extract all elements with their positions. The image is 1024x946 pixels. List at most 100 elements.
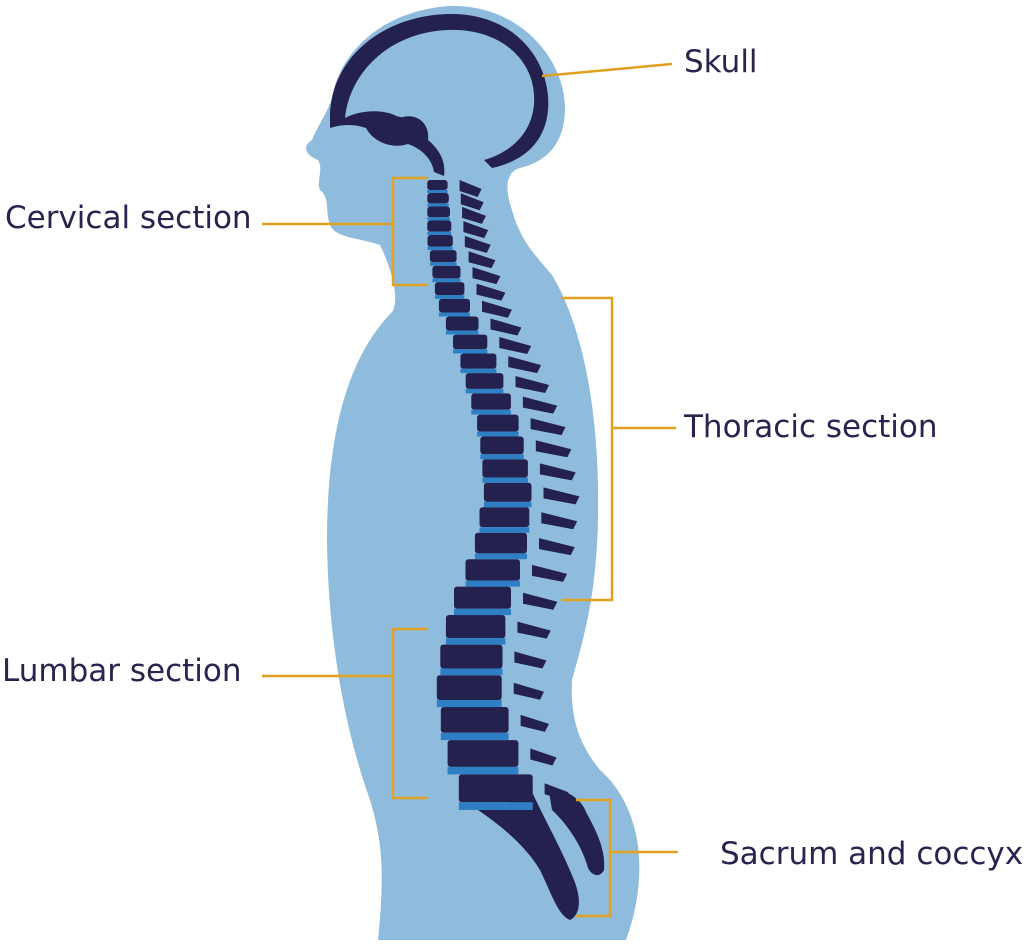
disc: [438, 312, 470, 317]
spinous-process: [513, 682, 544, 700]
spinous-process: [476, 283, 506, 301]
spinous-process: [460, 193, 484, 211]
disc: [477, 431, 519, 437]
disc: [427, 231, 452, 235]
spinous-process: [464, 235, 491, 253]
disc: [479, 527, 530, 533]
jaw-bone: [372, 115, 416, 134]
spinous-process: [530, 748, 557, 766]
sacrum-bone: [478, 792, 579, 920]
vertebra: [480, 436, 524, 455]
disc: [440, 668, 503, 676]
vertebra: [436, 675, 502, 701]
vertebra: [465, 559, 520, 581]
disc: [427, 246, 453, 251]
lumbar-section-label: Lumbar section: [2, 653, 242, 689]
vertebra: [477, 414, 519, 432]
thoracic-bracket: [562, 296, 614, 602]
thoracic-section-label: Thoracic section: [684, 409, 938, 445]
vertebra: [445, 615, 506, 639]
spinous-process: [515, 376, 550, 393]
spinous-process: [539, 463, 576, 481]
spinous-process: [517, 621, 551, 639]
disc: [460, 368, 497, 374]
vertebra: [427, 180, 448, 190]
disc: [480, 454, 524, 460]
vertebral-bodies: [427, 180, 533, 803]
vertebra: [427, 235, 453, 247]
spinous-process: [520, 714, 549, 732]
vertebra: [482, 459, 528, 478]
cervical-bracket: [391, 176, 428, 287]
skull-leader: [541, 62, 673, 78]
spinous-process: [472, 267, 501, 285]
spinous-process: [523, 592, 558, 610]
skull-label: Skull: [684, 44, 758, 80]
spinous-process: [459, 180, 482, 197]
vertebra: [440, 644, 503, 669]
disc: [445, 330, 479, 335]
disc: [454, 608, 511, 616]
spinous-process: [508, 356, 542, 374]
vertebra: [471, 393, 511, 410]
vertebra: [483, 482, 532, 502]
spinous-process: [543, 487, 580, 505]
spinous-process: [490, 318, 522, 336]
vertebra: [438, 298, 470, 313]
spinous-process: [468, 251, 496, 269]
sacrum-and-coccyx-label: Sacrum and coccyx: [720, 836, 1024, 872]
vertebra: [445, 316, 479, 331]
disc: [453, 349, 488, 354]
disc: [482, 477, 528, 483]
spinous-process: [539, 538, 575, 556]
vertebra: [474, 532, 527, 554]
disc: [465, 580, 520, 587]
disc: [483, 501, 532, 508]
disc: [427, 217, 450, 221]
spinous-process: [530, 418, 566, 436]
vertebra: [432, 265, 461, 279]
disc: [429, 262, 457, 266]
disc: [427, 203, 449, 207]
vertebra: [465, 373, 504, 389]
spinous-process: [532, 564, 568, 582]
vertebra: [434, 282, 465, 296]
spinous-process: [499, 337, 532, 354]
vertebra: [440, 707, 509, 733]
vertebra: [479, 507, 530, 528]
spinous-process: [463, 221, 489, 239]
disc: [427, 190, 448, 193]
disc: [458, 802, 533, 810]
vertebra: [454, 586, 511, 609]
body-silhouette: [306, 5, 640, 940]
coccyx-bone: [548, 786, 605, 876]
disc: [432, 278, 461, 283]
spinous-process: [535, 440, 572, 458]
disc: [445, 638, 506, 645]
spinous-processes: [459, 180, 580, 801]
leader-lines: [262, 62, 678, 918]
disc: [465, 388, 504, 394]
disc: [436, 700, 502, 708]
vertebra: [460, 353, 497, 369]
spinous-process: [541, 512, 578, 530]
vertebra: [447, 740, 519, 767]
skull-bone: [330, 13, 549, 176]
spinous-process: [462, 206, 486, 224]
spinous-process: [522, 396, 558, 414]
sacrum-bracket: [576, 798, 612, 918]
vertebra: [458, 774, 533, 803]
vertebra: [427, 193, 449, 204]
spinous-process: [544, 783, 569, 801]
vertebra: [429, 250, 457, 263]
disc: [440, 732, 509, 741]
vertebra: [427, 220, 452, 232]
spinous-process: [514, 651, 547, 669]
disc: [434, 295, 465, 299]
lumbar-bracket: [391, 627, 428, 800]
spinous-process: [482, 300, 512, 318]
cervical-section-label: Cervical section: [5, 200, 252, 236]
disc: [471, 409, 511, 415]
vertebra: [453, 334, 488, 350]
